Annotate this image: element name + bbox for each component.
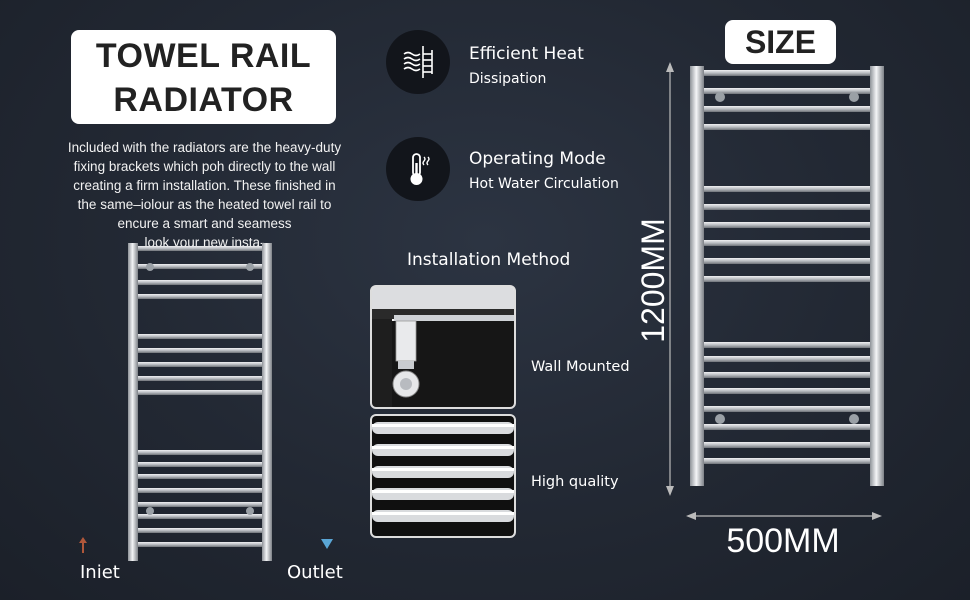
radiator-bar	[702, 222, 872, 228]
up-arrow-icon	[79, 537, 87, 553]
radiator-bar	[136, 474, 264, 479]
radiator-bar	[136, 280, 264, 285]
installation-label: High quality	[531, 474, 619, 490]
bracket-icon	[246, 507, 254, 515]
radiator-bar	[702, 186, 872, 192]
bracket-icon	[715, 414, 725, 424]
radiator-bar	[702, 356, 872, 362]
down-triangle-icon	[321, 539, 333, 549]
thermometer-icon	[410, 153, 430, 185]
feature-subtitle: Dissipation	[469, 71, 547, 87]
left-upright	[690, 66, 704, 486]
radiator-bar	[702, 424, 872, 430]
chrome-bar-highlight	[372, 490, 514, 493]
radiator-bar	[702, 70, 872, 76]
heat-radiator-icon	[403, 46, 433, 78]
radiator-bar	[702, 258, 872, 264]
right-upright	[870, 66, 884, 486]
radiator-bar	[702, 406, 872, 412]
radiator-bar	[136, 502, 264, 507]
width-dimension-label: 500MM	[726, 522, 840, 560]
chrome-bar	[372, 422, 514, 434]
chrome-bar-highlight	[372, 424, 514, 427]
left-upright	[128, 243, 138, 561]
chrome-bar	[372, 510, 514, 522]
radiator-bar	[136, 390, 264, 395]
description-line: the same–iolour as the heated towel rail…	[77, 197, 332, 212]
feature-icon-circle	[386, 137, 450, 201]
title-line-1: TOWEL RAIL	[95, 37, 312, 75]
bracket-icon	[146, 507, 154, 515]
inlet-label: Iniet	[80, 562, 120, 583]
chrome-bar-highlight	[372, 512, 514, 515]
bracket-icon	[849, 92, 859, 102]
radiator-bar	[136, 450, 264, 455]
chrome-bar	[372, 488, 514, 500]
title-box: TOWEL RAIL RADIATOR	[71, 30, 336, 124]
bracket-icon	[246, 263, 254, 271]
radiator-bar	[136, 488, 264, 493]
radiator-bar	[702, 204, 872, 210]
feature-title: Efficient Heat	[469, 44, 584, 64]
radiator-bar	[702, 342, 872, 348]
chrome-bar-highlight	[372, 446, 514, 449]
small-radiator-image	[128, 243, 272, 561]
feature-icon-circle	[386, 30, 450, 94]
description-line: Included with the radiators are the heav…	[67, 140, 342, 155]
chrome-bar	[372, 444, 514, 456]
radiator-bar	[136, 334, 264, 339]
feature-subtitle: Hot Water Circulation	[469, 176, 619, 192]
radiator-bar	[702, 388, 872, 394]
bracket-valve-photo	[370, 285, 516, 409]
bracket-icon	[849, 414, 859, 424]
installation-label: Wall Mounted	[531, 359, 630, 375]
title-line-2: RADIATOR	[113, 81, 294, 119]
bracket-icon	[146, 263, 154, 271]
radiator-bar	[702, 458, 872, 464]
radiator-bar	[136, 348, 264, 353]
radiator-bar	[702, 240, 872, 246]
radiator-bar	[136, 264, 264, 269]
height-dimension-arrow	[666, 62, 674, 496]
radiator-bar	[136, 514, 264, 519]
radiator-bar	[702, 88, 872, 94]
width-dimension-arrow	[686, 512, 882, 520]
bracket-icon	[715, 92, 725, 102]
description-text: Included with the radiators are the heav…	[52, 138, 357, 252]
radiator-bar	[136, 294, 264, 299]
description-line: fixing brackets which poh directly to th…	[73, 159, 336, 174]
chrome-bar	[372, 466, 514, 478]
radiator-bar	[136, 462, 264, 467]
large-radiator-image	[690, 66, 884, 486]
radiator-bar	[136, 362, 264, 367]
description-line: encure a smart and seameѕs	[117, 216, 292, 231]
radiator-bar	[702, 276, 872, 282]
installation-heading: Installation Method	[407, 250, 571, 270]
radiator-bar	[702, 124, 872, 130]
radiator-bar	[136, 376, 264, 381]
outlet-label: Outlet	[287, 562, 343, 583]
radiator-bar	[702, 106, 872, 112]
chrome-bars-photo	[370, 414, 516, 538]
description-line: creating a firm installation. These fini…	[73, 178, 336, 193]
radiator-bar	[136, 528, 264, 533]
radiator-bar	[702, 372, 872, 378]
radiator-bar	[136, 246, 264, 251]
radiator-bar	[702, 442, 872, 448]
feature-title: Operating Mode	[469, 149, 606, 169]
size-heading: SIZE	[725, 20, 836, 64]
right-upright	[262, 243, 272, 561]
chrome-bar-highlight	[372, 468, 514, 471]
radiator-bar	[136, 542, 264, 547]
